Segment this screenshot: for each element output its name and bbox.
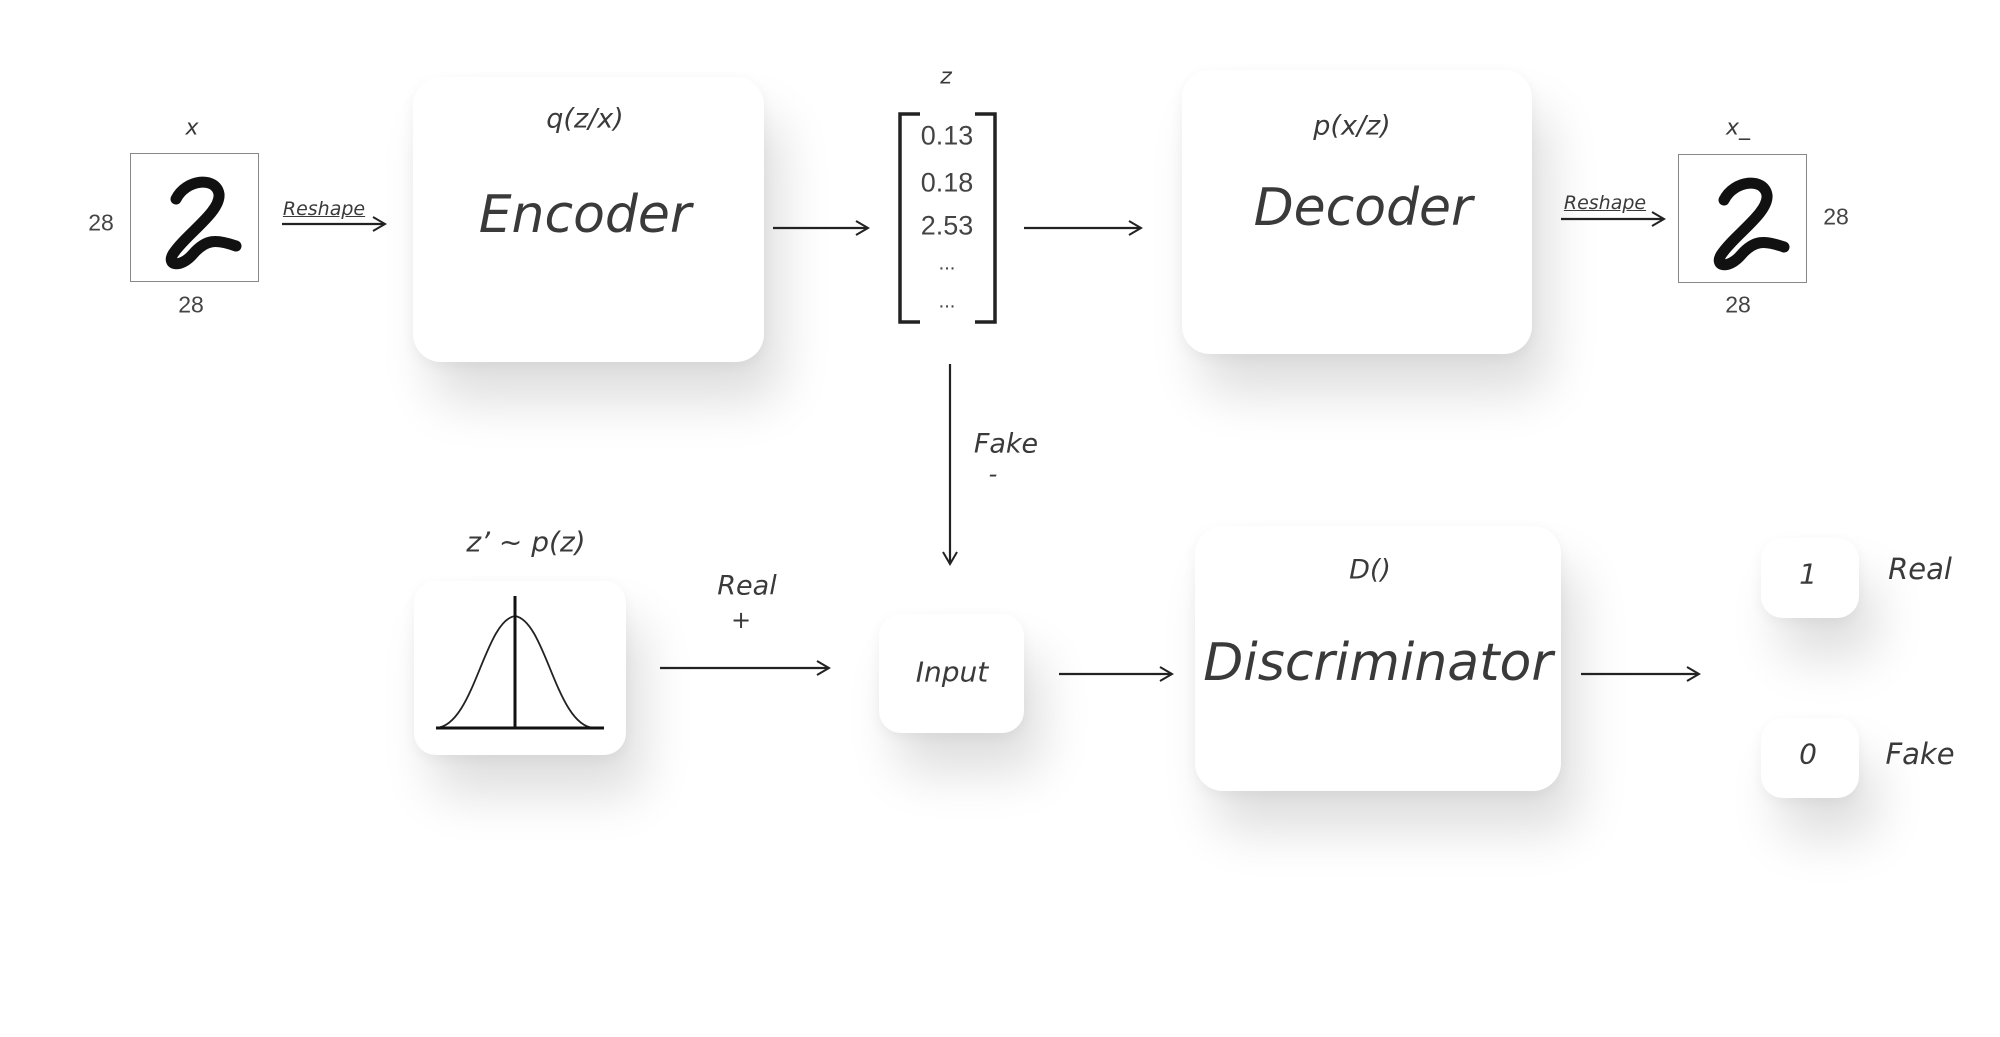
discriminator-subtitle: D() — [1349, 554, 1391, 586]
encoder-title: Encoder — [478, 185, 692, 245]
latent-right-bracket — [975, 112, 997, 324]
output-height-label: 28 — [1823, 203, 1849, 230]
real-path-label: Real — [717, 570, 777, 602]
latent-value: 0.18 — [920, 167, 974, 198]
latent-value: 0.13 — [920, 120, 974, 151]
encoder-box — [413, 77, 764, 362]
output-real-value: 1 — [1799, 557, 1817, 591]
decoder-title: Decoder — [1253, 178, 1473, 238]
output-real-label: Real — [1888, 552, 1952, 586]
output-width-label: 28 — [1725, 291, 1751, 318]
reshape-in-label: Reshape — [282, 198, 366, 220]
fake-path-sign: - — [988, 460, 998, 488]
fake-path-label: Fake — [973, 428, 1039, 460]
input-digit-image — [130, 153, 259, 282]
discriminator-box — [1195, 526, 1561, 791]
output-fake-box — [1761, 718, 1859, 798]
output-fake-value: 0 — [1799, 737, 1817, 771]
prior-label: z’ ~ p(z) — [466, 525, 586, 559]
digit-two-icon — [165, 176, 242, 270]
gaussian-curve-icon — [435, 596, 604, 730]
prior-distribution-box — [414, 581, 626, 755]
latent-value: ... — [938, 252, 956, 275]
reshape-out-label: Reshape — [1563, 192, 1647, 214]
latent-value: 2.53 — [920, 210, 974, 241]
digit-two-icon — [1713, 177, 1790, 271]
real-path-sign: + — [730, 606, 752, 634]
input-node-label: Input — [915, 655, 989, 689]
input-width-label: 28 — [178, 291, 204, 318]
encoder-subtitle: q(z/x) — [546, 103, 624, 135]
input-node-box — [879, 614, 1024, 733]
output-fake-label: Fake — [1885, 737, 1955, 771]
output-real-box — [1761, 538, 1859, 618]
decoder-subtitle: p(x/z) — [1313, 110, 1391, 142]
decoder-box — [1182, 70, 1532, 354]
latent-value: ... — [938, 290, 956, 313]
input-image-label: x — [185, 115, 199, 141]
input-height-label: 28 — [88, 209, 114, 236]
output-digit-image — [1678, 154, 1807, 283]
latent-left-bracket — [898, 112, 920, 324]
output-image-label: x_ — [1725, 115, 1751, 141]
latent-label: z — [940, 64, 952, 90]
discriminator-title: Discriminator — [1203, 633, 1553, 693]
